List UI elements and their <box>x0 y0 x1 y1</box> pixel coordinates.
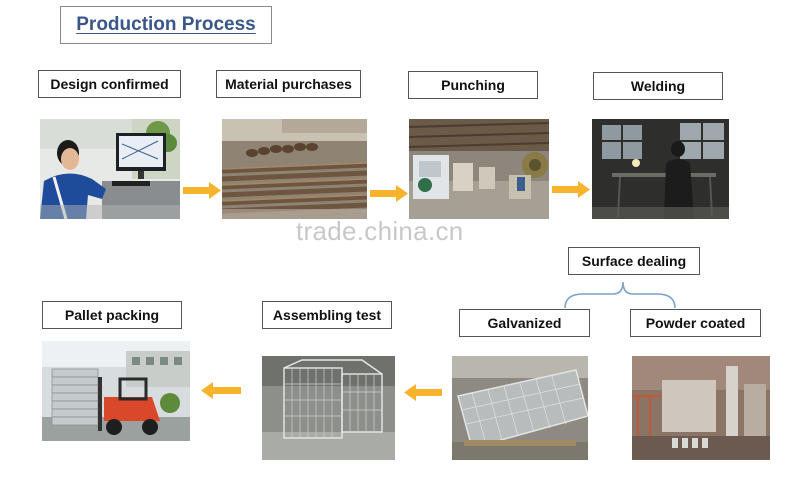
flow-arrow-3 <box>552 181 590 198</box>
step-label-welding: Welding <box>593 72 723 100</box>
watermark-text: trade.china.cn <box>296 216 464 246</box>
step-label-pallet: Pallet packing <box>42 301 182 329</box>
photo-design-office <box>40 119 180 219</box>
page-title: Production Process <box>76 14 256 35</box>
step-label-design: Design confirmed <box>38 70 181 98</box>
step-label-punching: Punching <box>408 71 538 99</box>
step-label-powder: Powder coated <box>630 309 761 337</box>
photo-assembled-fence <box>262 356 395 460</box>
step-label-galvanized: Galvanized <box>459 309 590 337</box>
flow-arrow-1 <box>183 182 221 199</box>
photo-welding <box>592 119 729 219</box>
step-label-assembling: Assembling test <box>262 301 392 329</box>
flow-arrow-5 <box>404 384 442 401</box>
title-box: Production Process <box>60 6 272 44</box>
flow-arrow-4 <box>201 382 241 399</box>
photo-pallet-forklift <box>42 341 190 441</box>
surface-branch-connector <box>555 276 685 315</box>
photo-galvanized-panels <box>452 356 588 460</box>
photo-steel-pipes <box>222 119 367 219</box>
photo-punching-workshop <box>409 119 549 219</box>
step-label-material: Material purchases <box>216 70 361 98</box>
photo-powder-coating-line <box>632 356 770 460</box>
step-label-surface: Surface dealing <box>568 247 700 275</box>
flow-arrow-2 <box>370 185 408 202</box>
